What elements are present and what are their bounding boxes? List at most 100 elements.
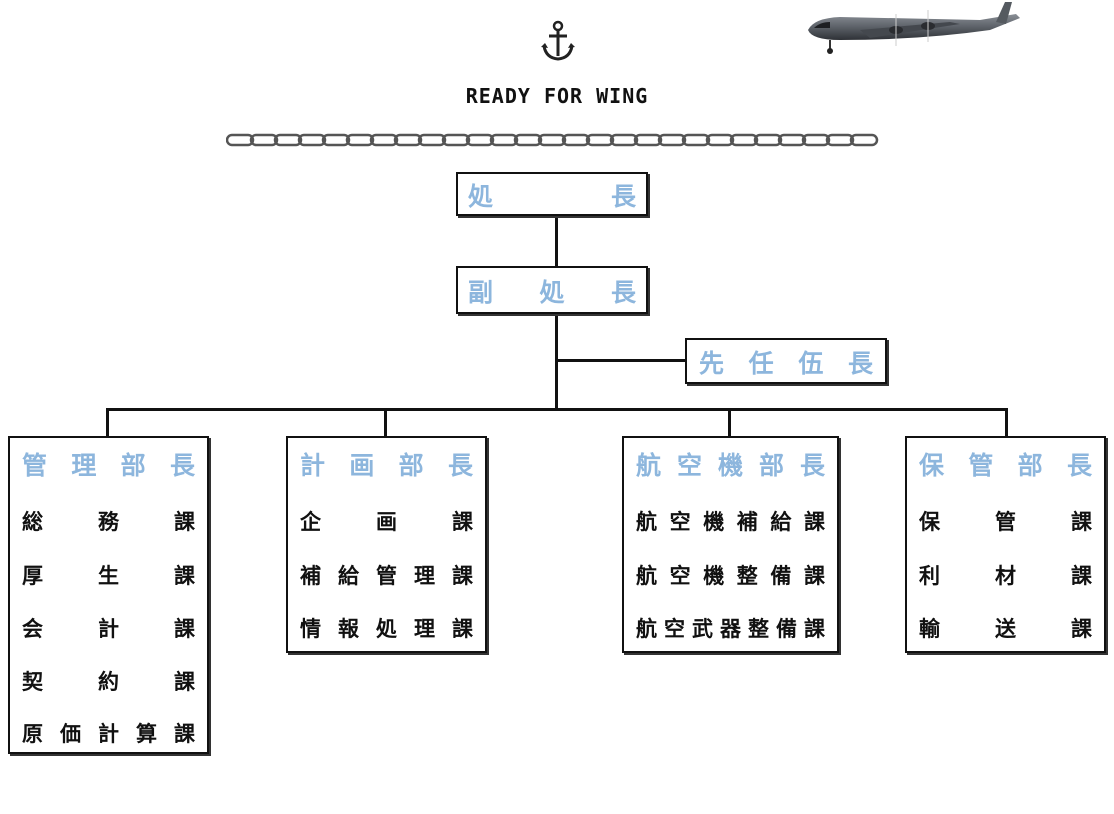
label-char: 企 [300, 510, 321, 534]
senior-nco-title: 先任伍長 [699, 345, 873, 379]
chain-link [609, 133, 639, 147]
label-char: 空 [669, 510, 691, 534]
label-char: 管 [376, 564, 397, 588]
label-char: 器 [720, 617, 741, 641]
section-item: 総務課 [22, 506, 195, 536]
label-char: 課 [1071, 617, 1092, 641]
label-char: 伍 [798, 349, 824, 378]
label-char: 武 [692, 617, 713, 641]
label-char: 備 [770, 564, 792, 588]
label-char: 画 [349, 451, 375, 480]
aircraft-image [808, 2, 1020, 54]
label-char: 処 [539, 278, 565, 307]
label-char: 管 [968, 451, 994, 480]
chain-link [585, 133, 615, 147]
chain-link [537, 133, 567, 147]
chain-link [657, 133, 687, 147]
commander-box: 処長 [456, 172, 648, 216]
section-item: 原価計算課 [22, 718, 195, 748]
label-char: 部 [1017, 451, 1043, 480]
label-char: 部 [758, 451, 784, 480]
label-char: 部 [398, 451, 424, 480]
label-char: 長 [799, 451, 825, 480]
chain-link [249, 133, 279, 147]
chain-link [321, 133, 351, 147]
motto-text: READY FOR WING [465, 84, 649, 108]
label-char: 計 [98, 617, 119, 641]
chain-link [705, 133, 735, 147]
label-char: 長 [169, 451, 195, 480]
label-char: 輸 [919, 617, 940, 641]
department-title: 計画部長 [300, 446, 473, 482]
department-title: 管理部長 [22, 446, 195, 482]
anchor-icon [541, 20, 575, 61]
department-title: 航空機部長 [636, 446, 825, 482]
section-item: 補給管理課 [300, 560, 473, 590]
section-item: 保管課 [919, 506, 1092, 536]
connector-drop-3 [728, 408, 731, 436]
section-item: 契約課 [22, 666, 195, 696]
label-char: 空 [669, 564, 691, 588]
label-char: 長 [447, 451, 473, 480]
department-box-storage: 保管部長 保管課 利材課 輸送課 [905, 436, 1106, 653]
label-char: 課 [174, 722, 195, 746]
label-char: 長 [1066, 451, 1092, 480]
label-char: 材 [995, 564, 1016, 588]
chain-link [489, 133, 519, 147]
connector-drop-1 [106, 408, 109, 436]
label-char: 給 [770, 510, 792, 534]
label-char: 航 [636, 510, 657, 534]
label-char: 備 [776, 617, 797, 641]
label-char: 情 [300, 617, 321, 641]
connector-drop-4 [1005, 408, 1008, 436]
label-char: 課 [452, 510, 473, 534]
chain-link [369, 133, 399, 147]
chain-link [633, 133, 663, 147]
section-item: 航空武器整備課 [636, 613, 825, 643]
label-char: 保 [919, 510, 940, 534]
label-char: 補 [300, 564, 321, 588]
label-char: 報 [338, 617, 359, 641]
chain-link [417, 133, 447, 147]
label-char: 課 [1071, 564, 1092, 588]
label-char: 航 [636, 451, 662, 480]
label-char: 契 [22, 670, 43, 694]
chain-link [849, 133, 879, 147]
label-char: 給 [338, 564, 359, 588]
label-char: 計 [300, 451, 326, 480]
chain-link [345, 133, 375, 147]
connector-commander-vice [555, 214, 558, 266]
label-char: 課 [803, 564, 825, 588]
chain-link [801, 133, 831, 147]
section-item: 利材課 [919, 560, 1092, 590]
section-item: 輸送課 [919, 613, 1092, 643]
label-char: 計 [98, 722, 119, 746]
chain-link [441, 133, 471, 147]
label-char: 機 [703, 564, 725, 588]
label-char: 総 [22, 510, 43, 534]
chain-divider [226, 133, 879, 147]
label-char: 画 [376, 510, 397, 534]
connector-drop-2 [384, 408, 387, 436]
label-char: 補 [736, 510, 758, 534]
label-char: 課 [804, 617, 825, 641]
label-char: 理 [414, 617, 435, 641]
label-char: 課 [452, 564, 473, 588]
section-item: 航空機整備課 [636, 560, 825, 590]
label-char: 厚 [22, 564, 43, 588]
label-char: 生 [98, 564, 119, 588]
label-char: 長 [610, 278, 636, 307]
department-title: 保管部長 [919, 446, 1092, 482]
label-char: 長 [610, 182, 636, 211]
label-char: 機 [703, 510, 725, 534]
chain-link [297, 133, 327, 147]
label-char: 算 [136, 722, 157, 746]
label-char: 副 [468, 278, 494, 307]
label-char: 整 [736, 564, 758, 588]
label-char: 務 [98, 510, 119, 534]
vice-commander-title: 副処長 [468, 274, 636, 308]
chain-link [465, 133, 495, 147]
label-char: 送 [995, 617, 1016, 641]
section-item: 情報処理課 [300, 613, 473, 643]
label-char: 課 [174, 564, 195, 588]
